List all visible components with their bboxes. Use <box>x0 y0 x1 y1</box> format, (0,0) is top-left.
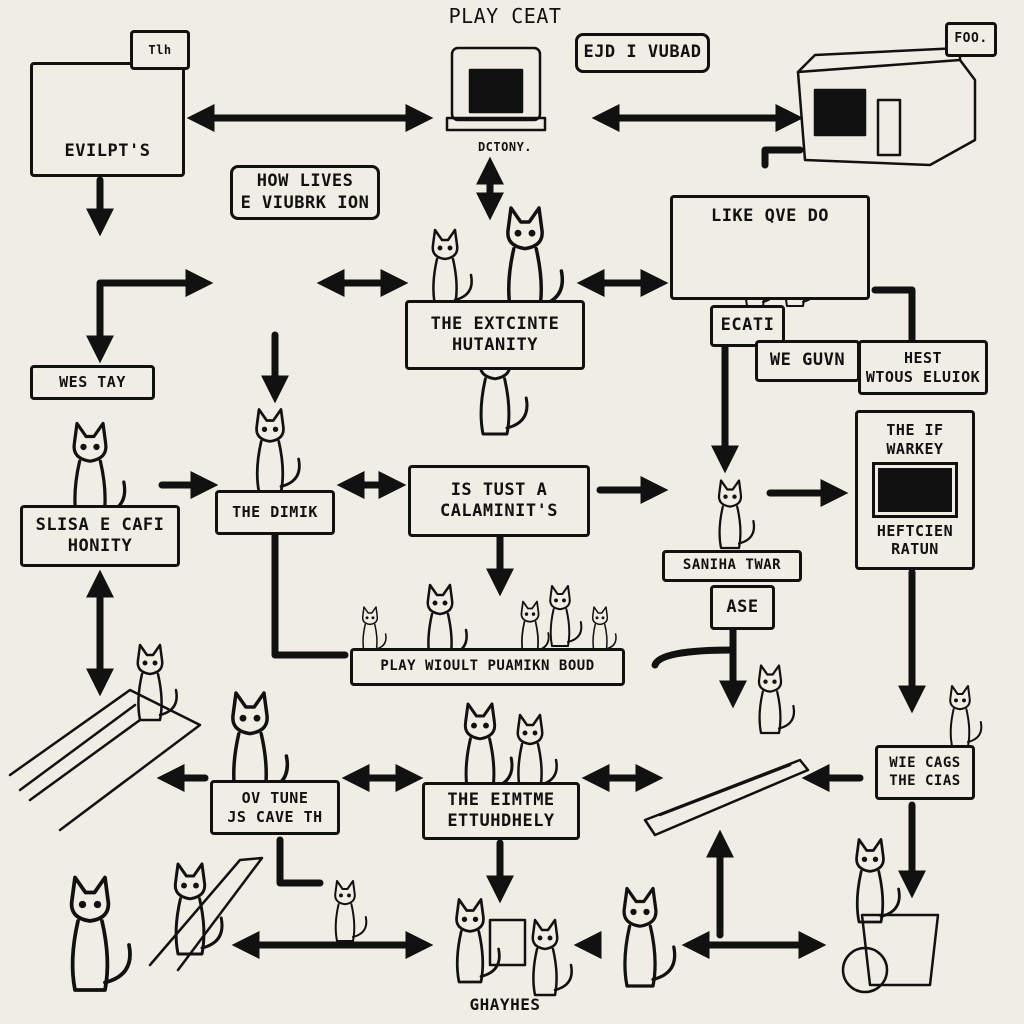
node-we-guvn: WE GUVN <box>755 340 860 382</box>
node-dimik: THE DIMIK <box>215 490 335 535</box>
diagram-title: PLAY CEAT <box>448 4 562 28</box>
sign-label: Tlh <box>148 42 172 57</box>
node-label: PLAY WIOULT PUAMIKN BOUD <box>380 658 595 675</box>
node-line: THE CIAS <box>889 772 961 789</box>
node-saniha: SANIHA TWAR <box>662 550 802 582</box>
node-line: OV TUNE <box>241 788 309 807</box>
node-label: LIKE QVE DO <box>710 206 830 226</box>
cat-doodle-icon <box>855 838 901 924</box>
cat-doodle-icon <box>717 479 756 550</box>
computer-monitor-icon <box>445 46 547 132</box>
node-ase: ASE <box>710 585 775 630</box>
connector-arrow <box>761 146 804 169</box>
node-dctony: DCTONY. <box>477 140 533 154</box>
node-is-tust: IS TUST A CALAMINIT'S <box>408 465 590 537</box>
house-icon <box>796 46 977 167</box>
node-line: ETTUHDHELY <box>447 811 555 831</box>
cat-doodle-icon <box>506 206 565 315</box>
cat-doodle-icon <box>455 898 501 984</box>
bubble-line: HOW LIVES <box>256 171 354 192</box>
node-label: ASE <box>726 596 759 617</box>
node-label: WE GUVN <box>769 350 846 371</box>
node-line: WIE CAGS <box>889 755 961 771</box>
node-line: RATUN <box>891 540 939 559</box>
node-eimtme: THE EIMTME ETTUHDHELY <box>422 782 580 840</box>
cat-doodle-icon <box>136 643 178 722</box>
node-line: WTOUS ELUIOK <box>865 367 981 386</box>
node-line: HEFTCIEN <box>876 521 954 540</box>
cat-doodle-icon <box>757 664 796 735</box>
node-label: THE DIMIK <box>232 503 318 522</box>
cat-doodle-icon <box>463 702 514 796</box>
speech-bubble-how-lives: HOW LIVES E VIUBRK ION <box>230 165 380 220</box>
connector-arrow <box>651 646 737 669</box>
bubble-label: EJD I VUBAD <box>583 42 702 63</box>
connector-arrow <box>276 836 324 887</box>
cat-doodle-icon <box>255 408 301 494</box>
screen-icon <box>872 462 958 518</box>
cat-doodle-icon <box>516 713 558 792</box>
node-label: WES TAY <box>59 373 126 392</box>
node-line: HUTANITY <box>452 335 538 355</box>
node-ov-tune: OV TUNE JS CAVE TH <box>210 780 340 835</box>
node-line: IS TUST A <box>450 479 548 500</box>
connector-arrow <box>871 286 916 344</box>
laptop-icon <box>488 918 527 967</box>
node-line: THE EXTCINTE <box>430 313 560 334</box>
node-hest: HEST WTOUS ELUIOK <box>858 340 988 395</box>
node-extcinte: THE EXTCINTE HUTANITY <box>405 300 585 370</box>
node-play-wioult: PLAY WIOULT PUAMIKN BOUD <box>350 648 625 686</box>
trash-can-icon <box>841 913 940 994</box>
node-like-qve-do: LIKE QVE DO <box>670 195 870 300</box>
cat-doodle-icon <box>591 606 617 653</box>
node-line: CALAMINIT'S <box>439 501 559 521</box>
node-line: SLISA E CAFI <box>35 514 165 535</box>
node-line: HEST <box>903 348 943 367</box>
speech-bubble-foo: FOO. <box>945 22 997 57</box>
node-slisa: SLISA E CAFI HONITY <box>20 505 180 567</box>
node-label: SANIHA TWAR <box>682 557 782 574</box>
node-wes-tay: WES TAY <box>30 365 155 400</box>
bubble-line: E VIUBRK ION <box>240 192 370 213</box>
node-label: EVILPT'S <box>64 140 151 161</box>
cat-doodle-icon <box>549 584 583 648</box>
connector-arrow <box>86 269 214 364</box>
node-line: JS CAVE TH <box>227 807 323 826</box>
cat-doodle-icon <box>622 886 677 988</box>
ramp-icon <box>8 688 810 972</box>
node-wie-cags: WIE CAGS THE CIAS <box>875 745 975 800</box>
sign-tlh: Tlh <box>130 30 190 70</box>
node-evilpts: EVILPT'S <box>30 62 185 177</box>
cat-doodle-icon <box>520 600 550 655</box>
node-line: WARKEY <box>886 439 944 458</box>
cat-doodle-icon <box>531 918 573 997</box>
cat-doodle-icon <box>949 684 983 748</box>
cat-doodle-icon <box>361 606 387 653</box>
cat-doodle-icon <box>69 875 132 992</box>
bubble-label: FOO. <box>954 31 988 47</box>
node-ecati: ECATI <box>710 305 785 347</box>
connector-arrow <box>271 531 349 659</box>
speech-bubble-top: EJD I VUBAD <box>575 33 710 73</box>
node-line: HONITY <box>67 536 133 556</box>
cat-doodle-icon <box>334 879 368 943</box>
cat-doodle-icon <box>431 228 473 307</box>
node-line: THE EIMTME <box>447 789 555 810</box>
node-label: ECATI <box>720 315 775 336</box>
node-ghayhes: GHAYHES <box>469 995 541 1014</box>
node-line: THE IF <box>886 421 944 439</box>
